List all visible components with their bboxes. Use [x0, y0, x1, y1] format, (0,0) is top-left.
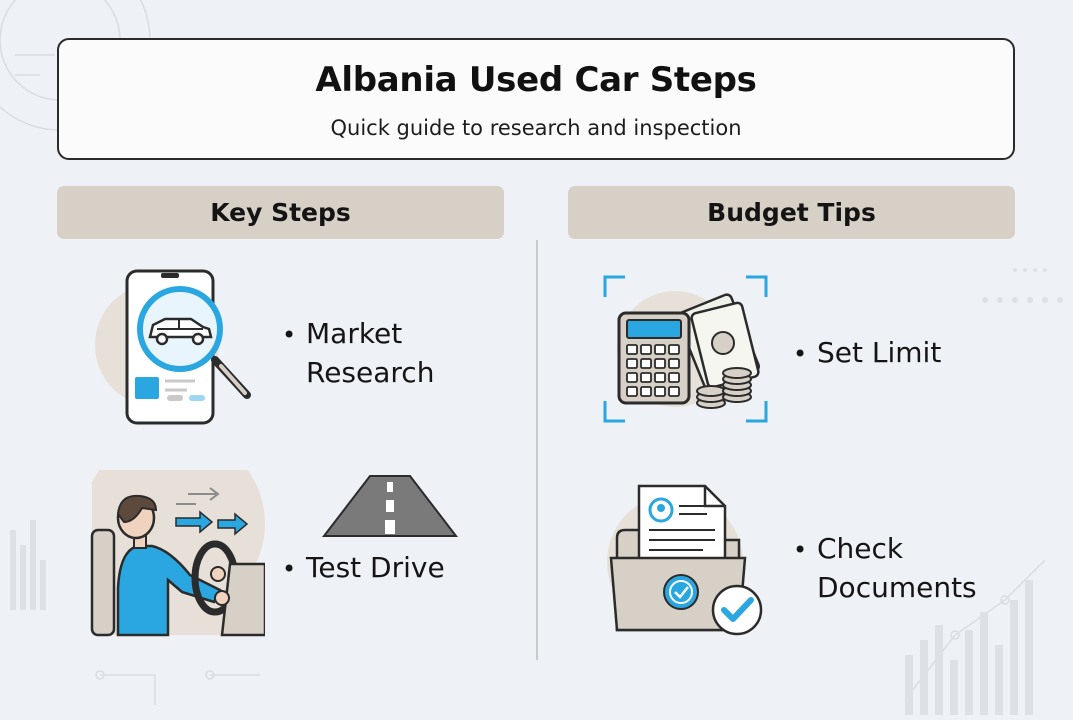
key-steps-header: Key Steps: [57, 186, 504, 239]
set-limit-label: Set Limit: [817, 336, 942, 369]
page-subtitle: Quick guide to research and inspection: [330, 116, 742, 140]
market-research-label-1: Market: [306, 317, 403, 350]
check-documents-label-2: Documents: [817, 571, 977, 604]
test-drive-item: • Test Drive: [282, 549, 445, 588]
market-research-item: • Market Research: [282, 315, 434, 391]
road-icon: [321, 475, 459, 537]
folder-documents-check-icon: [607, 484, 763, 636]
page-title: Albania Used Car Steps: [315, 60, 757, 100]
bullet-glyph: •: [793, 536, 808, 564]
bullet-glyph: •: [282, 555, 297, 583]
phone-magnifier-car-icon: [95, 269, 251, 425]
calculator-money-icon: [603, 275, 768, 423]
budget-tips-header: Budget Tips: [568, 186, 1015, 239]
check-documents-item: • Check Documents: [793, 530, 977, 606]
driver-steering-wheel-icon: [90, 470, 265, 637]
title-box: Albania Used Car Steps Quick guide to re…: [57, 38, 1015, 160]
check-documents-label-1: Check: [817, 532, 904, 565]
column-divider: [536, 240, 538, 660]
bullet-glyph: •: [793, 340, 808, 368]
set-limit-item: • Set Limit: [793, 334, 941, 373]
test-drive-label: Test Drive: [306, 551, 445, 584]
bullet-glyph: •: [282, 321, 297, 349]
market-research-label-2: Research: [306, 356, 435, 389]
